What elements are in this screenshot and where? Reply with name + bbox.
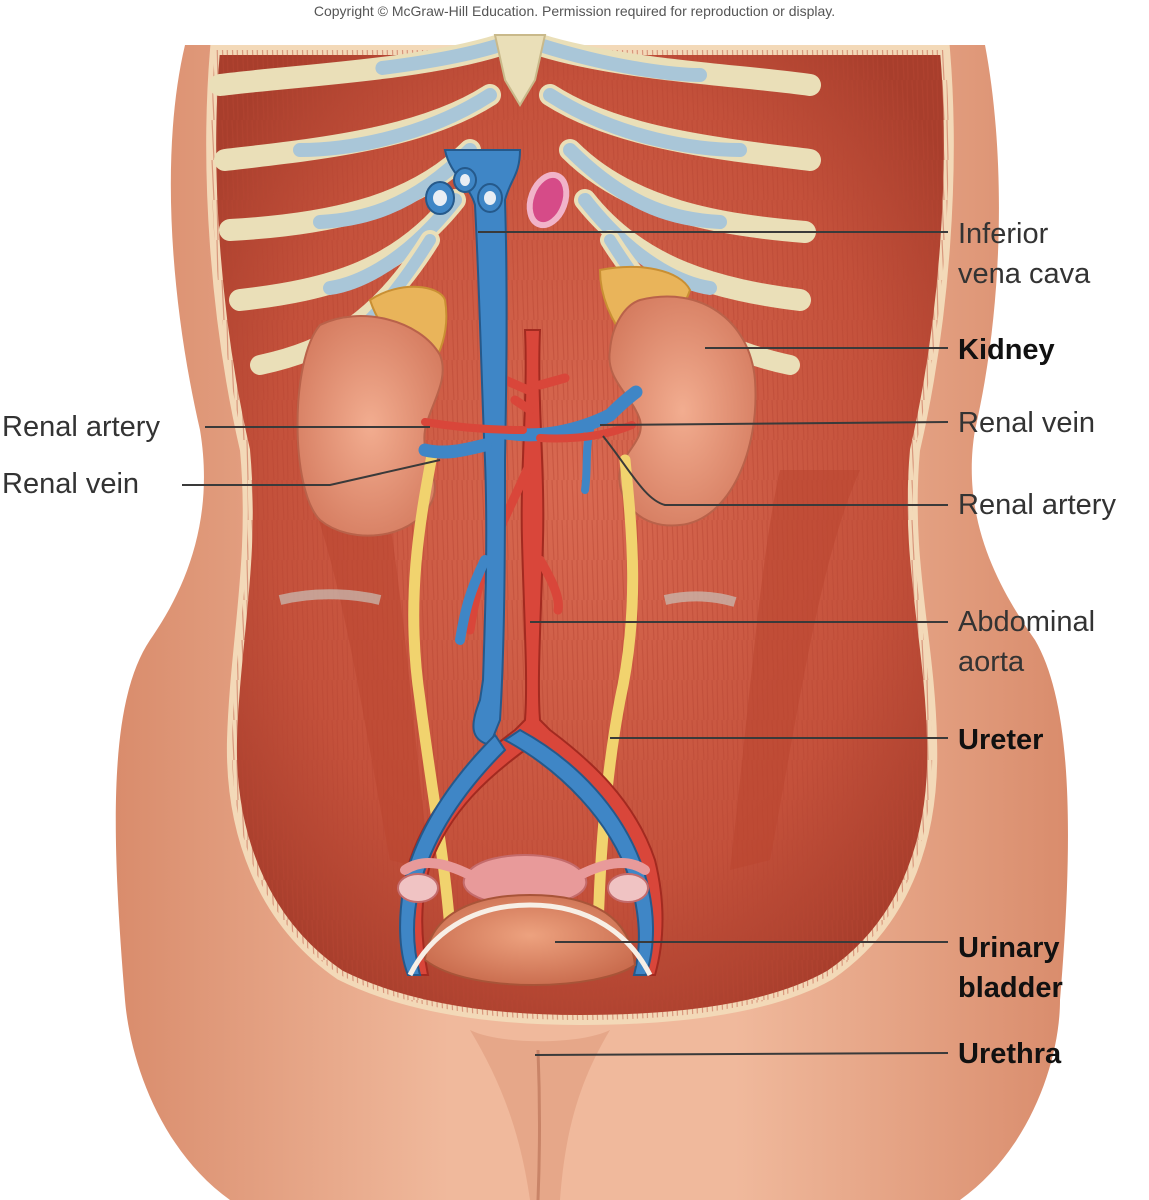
right-renal-artery (536, 421, 636, 443)
label-abdominal-aorta-line2: aorta (958, 646, 1025, 678)
label-inferior-vena-cava-line2: vena cava (958, 258, 1091, 290)
leader-renal-vein-right (599, 421, 949, 426)
left-renal-vein (418, 438, 492, 459)
copyright-notice: Copyright © McGraw-Hill Education. Permi… (313, 3, 836, 19)
esophageal-opening (526, 171, 570, 229)
label-inferior-vena-cava-line1: Inferior (958, 218, 1049, 250)
inferior-vena-cava (443, 149, 522, 747)
label-kidney: Kidney (958, 334, 1055, 366)
uterus (462, 854, 588, 907)
urinary-bladder (423, 893, 637, 986)
label-renal-vein-left: Renal vein (2, 468, 140, 500)
right-ovary (607, 873, 649, 903)
leader-urethra (534, 1052, 949, 1056)
label-urinary-bladder-line1: Urinary (958, 932, 1060, 964)
right-renal-vein (493, 385, 643, 442)
label-renal-artery-left: Renal artery (2, 411, 160, 443)
left-renal-artery (421, 418, 527, 434)
left-psoas-muscle (300, 470, 430, 870)
leader-renal-vein-left (182, 459, 441, 486)
label-abdominal-aorta-line1: Abdominal (958, 606, 1096, 638)
label-urinary-bladder-line2: bladder (958, 972, 1063, 1004)
right-psoas-muscle (730, 470, 860, 870)
label-renal-vein-right: Renal vein (958, 407, 1096, 439)
left-ovary (397, 873, 439, 903)
label-urethra: Urethra (958, 1038, 1062, 1070)
label-ureter: Ureter (958, 724, 1044, 756)
label-renal-artery-right: Renal artery (958, 489, 1116, 521)
leader-lines (182, 231, 949, 1056)
leader-renal-artery-right (602, 435, 948, 506)
left-kidney (296, 315, 444, 537)
xiphoid-process (493, 34, 547, 107)
